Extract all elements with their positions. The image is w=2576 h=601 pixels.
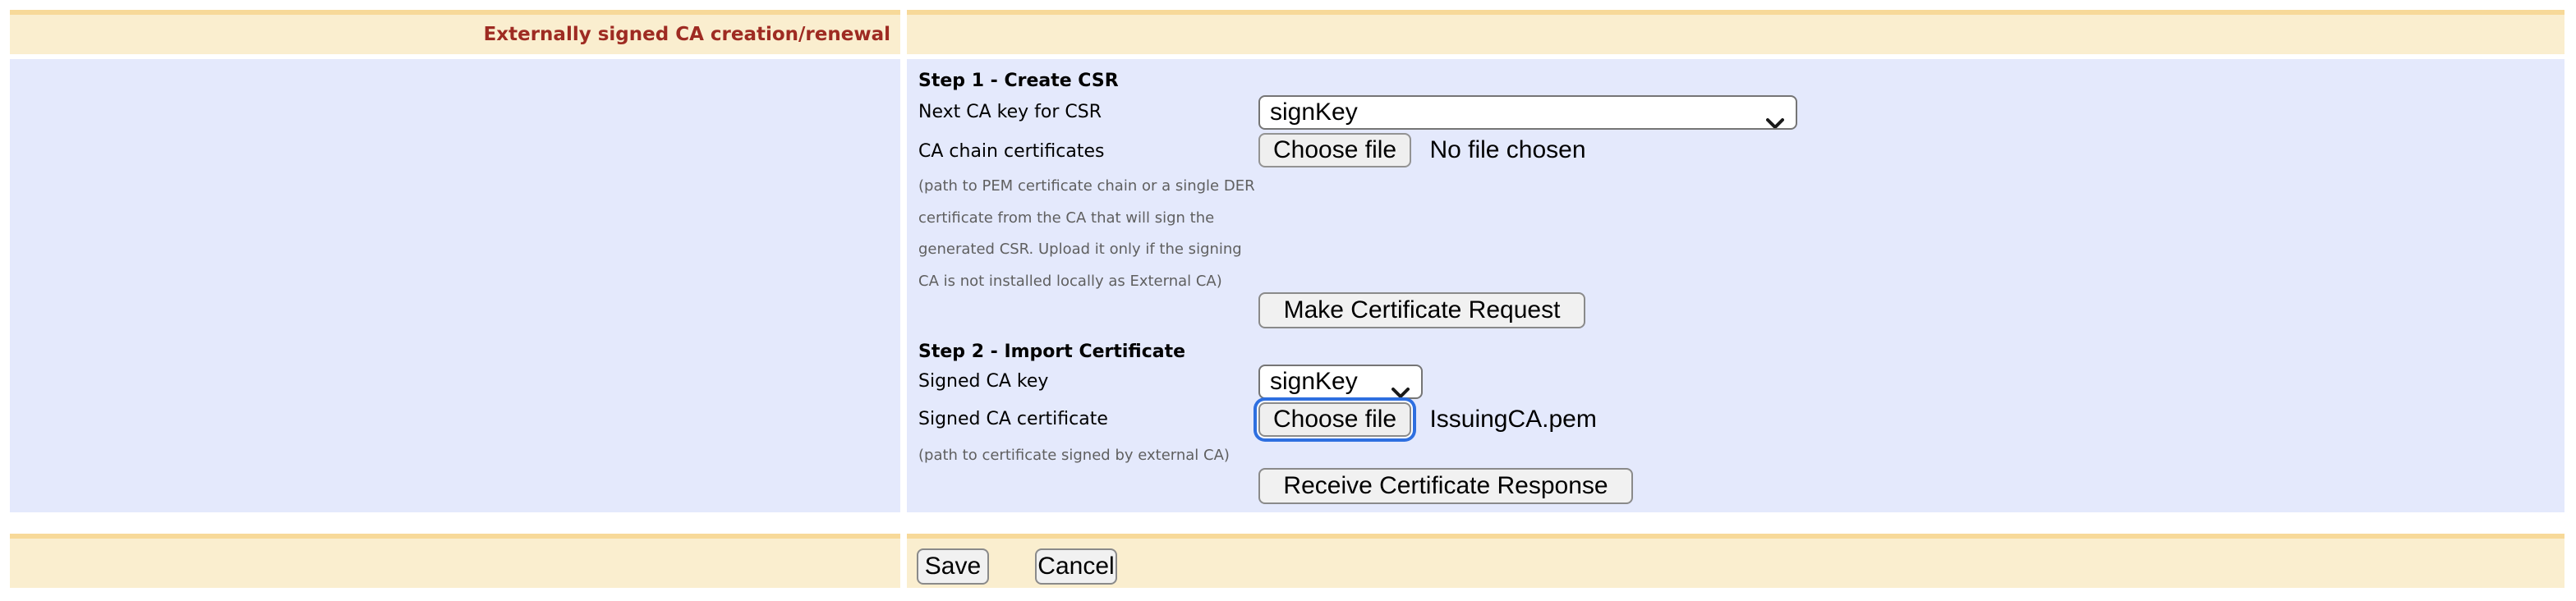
ca-chain-file-input[interactable]: Choose file No file chosen xyxy=(1258,133,1586,169)
signed-ca-key-label: Signed CA key xyxy=(918,371,1049,392)
ca-chain-choose-file-button[interactable]: Choose file xyxy=(1258,133,1412,167)
header-bar-right xyxy=(907,10,2564,54)
help-line: generated CSR. Upload it only if the sig… xyxy=(918,241,1242,259)
make-certificate-request-button[interactable]: Make Certificate Request xyxy=(1258,292,1585,328)
chevron-down-icon xyxy=(1766,107,1784,128)
signed-ca-key-select[interactable]: signKey xyxy=(1258,365,1423,399)
help-line: (path to PEM certificate chain or a sing… xyxy=(918,177,1255,195)
ca-chain-help-text: (path to PEM certificate chain or a sing… xyxy=(918,171,1255,297)
footer-bar-left xyxy=(10,534,900,588)
chevron-down-icon xyxy=(1392,376,1410,397)
signed-ca-certificate-help-text: (path to certificate signed by external … xyxy=(918,447,1230,464)
main-panel-form: Step 1 - Create CSR Next CA key for CSR … xyxy=(907,59,2564,512)
ca-chain-file-status: No file chosen xyxy=(1429,136,1586,163)
save-button[interactable]: Save xyxy=(917,548,989,585)
signed-ca-certificate-file-input[interactable]: Choose file IssuingCA.pem xyxy=(1258,402,1597,438)
next-ca-key-selected-value: signKey xyxy=(1270,99,1358,126)
step2-heading: Step 2 - Import Certificate xyxy=(918,342,1186,362)
signed-ca-key-selected-value: signKey xyxy=(1270,368,1358,395)
step1-heading: Step 1 - Create CSR xyxy=(918,71,1119,91)
help-line: CA is not installed locally as External … xyxy=(918,272,1222,290)
signed-ca-certificate-file-status: IssuingCA.pem xyxy=(1429,406,1597,433)
header-bar-left: Externally signed CA creation/renewal xyxy=(10,10,900,54)
signed-ca-certificate-label: Signed CA certificate xyxy=(918,409,1108,429)
next-ca-key-select[interactable]: signKey xyxy=(1258,95,1797,130)
next-ca-key-label: Next CA key for CSR xyxy=(918,102,1102,122)
ca-chain-label: CA chain certificates xyxy=(918,141,1105,162)
page-title: Externally signed CA creation/renewal xyxy=(483,24,890,45)
help-line: certificate from the CA that will sign t… xyxy=(918,209,1215,227)
cancel-button[interactable]: Cancel xyxy=(1035,548,1117,585)
receive-certificate-response-button[interactable]: Receive Certificate Response xyxy=(1258,468,1633,504)
main-panel-left xyxy=(10,59,900,512)
footer-bar-right: Save Cancel xyxy=(907,534,2564,588)
signed-ca-certificate-choose-file-button[interactable]: Choose file xyxy=(1258,402,1412,437)
